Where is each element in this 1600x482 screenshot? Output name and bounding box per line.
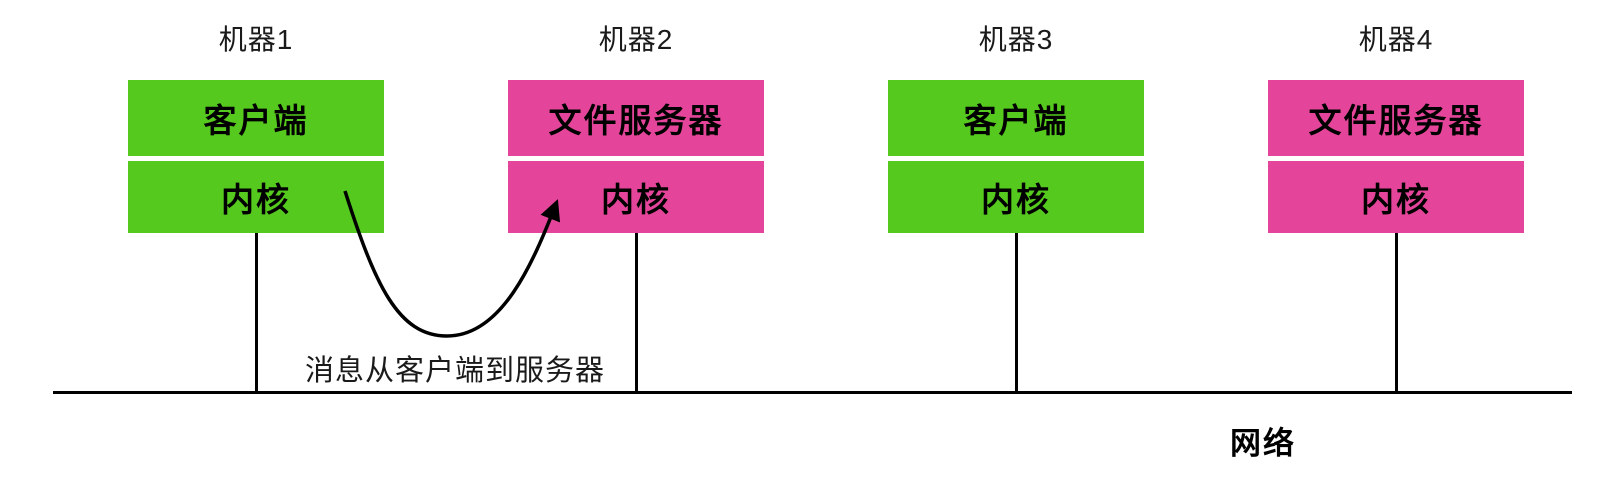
- machine-3-network-connector-line: [1014, 233, 1018, 391]
- machine-4-network-connector-line: [1394, 233, 1398, 391]
- machine-2-title: 机器2: [598, 24, 674, 55]
- machine-2-kernel-box: 内核: [508, 161, 764, 233]
- machine-2-process-box: 文件服务器: [508, 80, 764, 156]
- machine-3-title: 机器3: [978, 24, 1054, 55]
- machine-1-kernel-box: 内核: [128, 161, 384, 233]
- machine-1-process-box: 客户端: [128, 80, 384, 156]
- machine-2: 机器2 文件服务器 内核: [508, 0, 764, 482]
- machine-2-network-connector-line: [634, 233, 638, 391]
- network-bus-line: [53, 391, 1572, 394]
- machine-3: 机器3 客户端 内核: [888, 0, 1144, 482]
- machine-4-kernel-box: 内核: [1268, 161, 1524, 233]
- machine-1: 机器1 客户端 内核: [128, 0, 384, 482]
- machine-4-title: 机器4: [1358, 24, 1434, 55]
- machine-1-network-connector-line: [254, 233, 258, 391]
- machine-4-process-box: 文件服务器: [1268, 80, 1524, 156]
- message-arrow-caption: 消息从客户端到服务器: [304, 355, 605, 387]
- machine-4: 机器4 文件服务器 内核: [1268, 0, 1524, 482]
- machine-1-title: 机器1: [218, 24, 294, 55]
- machine-3-process-box: 客户端: [888, 80, 1144, 156]
- machine-3-kernel-box: 内核: [888, 161, 1144, 233]
- network-label: 网络: [1230, 426, 1296, 461]
